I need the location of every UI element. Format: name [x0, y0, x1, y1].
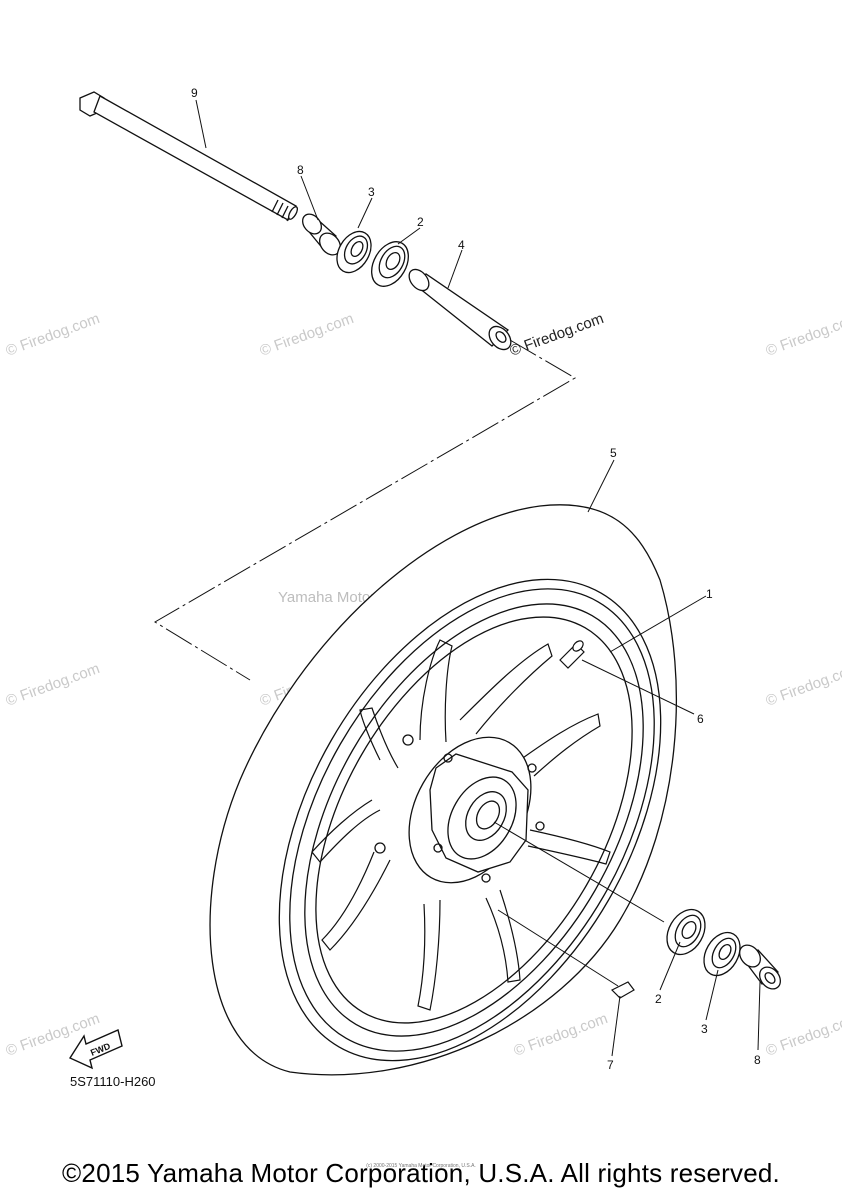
fwd-arrow-icon: FWD	[68, 1029, 123, 1070]
callout-3-lower: 3	[701, 1022, 708, 1036]
valve-part-6	[559, 640, 585, 669]
callout-9: 9	[191, 86, 198, 100]
watermark: © Firedog.com	[512, 1010, 610, 1060]
callout-1: 1	[706, 587, 713, 601]
watermark: © Firedog.com	[764, 660, 842, 710]
oil-seal-part-3-lower	[703, 931, 741, 977]
callout-5: 5	[610, 446, 617, 460]
callout-labels: 9 8 3 2 4 5 1 6 2 3 8 7	[191, 86, 761, 1072]
callout-2-lower: 2	[655, 992, 662, 1006]
balance-weight-part-7	[610, 981, 635, 999]
watermark: © Firedog.com	[258, 310, 356, 360]
collar-part-8-upper	[301, 213, 341, 256]
footer-fineprint: (c) 2000-2015 Yamaha Motor Corporation, …	[366, 1163, 476, 1169]
spacer-part-4	[408, 268, 512, 351]
callout-6: 6	[697, 712, 704, 726]
wheel-part-5	[209, 504, 678, 1076]
watermark: © Firedog.com	[764, 1010, 842, 1060]
part-code: 5S71110-H260	[70, 1074, 156, 1089]
watermark: © Firedog.com	[4, 310, 102, 360]
watermark-dark: © Firedog.com	[508, 310, 606, 360]
axle-part-9	[79, 91, 299, 222]
callout-2-upper: 2	[417, 215, 424, 229]
callout-4: 4	[458, 238, 465, 252]
callout-7: 7	[607, 1058, 614, 1072]
leader-lines	[195, 99, 761, 1057]
callout-8-upper: 8	[297, 163, 304, 177]
callout-8-lower: 8	[754, 1053, 761, 1067]
collar-part-8-lower	[739, 944, 781, 990]
bearing-part-2-lower	[666, 908, 706, 956]
footer-copyright: ©2015 Yamaha Motor Corporation, U.S.A. A…	[62, 1158, 780, 1188]
callout-3-upper: 3	[368, 185, 375, 199]
watermark: © Firedog.com	[764, 310, 842, 360]
bearing-part-2-upper	[371, 241, 409, 287]
watermark: © Firedog.com	[4, 660, 102, 710]
oil-seal-part-3-upper	[336, 230, 372, 274]
assembly-guide-line	[154, 339, 576, 681]
